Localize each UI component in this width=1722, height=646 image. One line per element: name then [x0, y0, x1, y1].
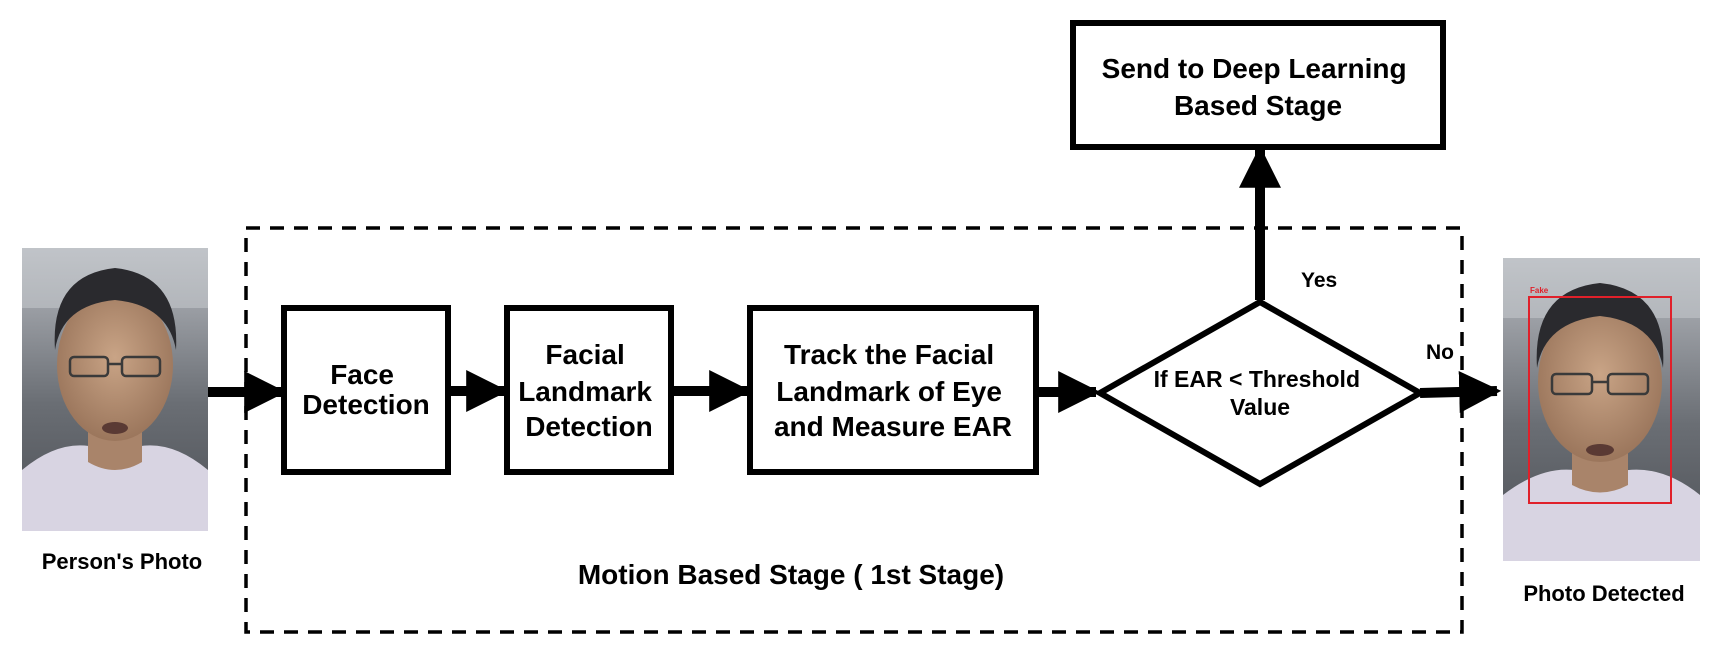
deep-learning-stage-label: Send to Deep Learning Based Stage — [1102, 53, 1415, 121]
input-person-photo — [22, 248, 208, 531]
facial-landmark-detection-label: Facial Landmark Detection — [518, 339, 660, 442]
deep-learning-stage-node — [1070, 20, 1446, 150]
yes-edge-label: Yes — [1301, 269, 1337, 292]
ear-threshold-decision — [1093, 298, 1427, 488]
arrow-decision-to-output — [1419, 370, 1502, 413]
output-detected-photo: Fake — [1503, 258, 1700, 561]
motion-stage-boundary — [244, 226, 1464, 634]
face-detection-box — [1528, 296, 1672, 504]
motion-stage-label: Motion Based Stage ( 1st Stage) — [578, 559, 1004, 590]
output-photo-caption: Photo Detected — [1523, 581, 1684, 606]
facial-landmark-detection-node — [504, 305, 674, 475]
ear-threshold-decision-label: If EAR < Threshold Value — [1154, 366, 1367, 420]
track-landmark-measure-ear-node — [747, 305, 1039, 475]
no-edge-label: No — [1426, 341, 1454, 364]
track-landmark-measure-ear-label: Track the Facial Landmark of Eye and Mea… — [774, 339, 1012, 442]
input-photo-caption: Person's Photo — [42, 549, 202, 574]
detection-tag: Fake — [1530, 286, 1549, 295]
face-detection-box-node — [281, 305, 451, 475]
face-detection-label: Face Detection — [302, 359, 430, 420]
